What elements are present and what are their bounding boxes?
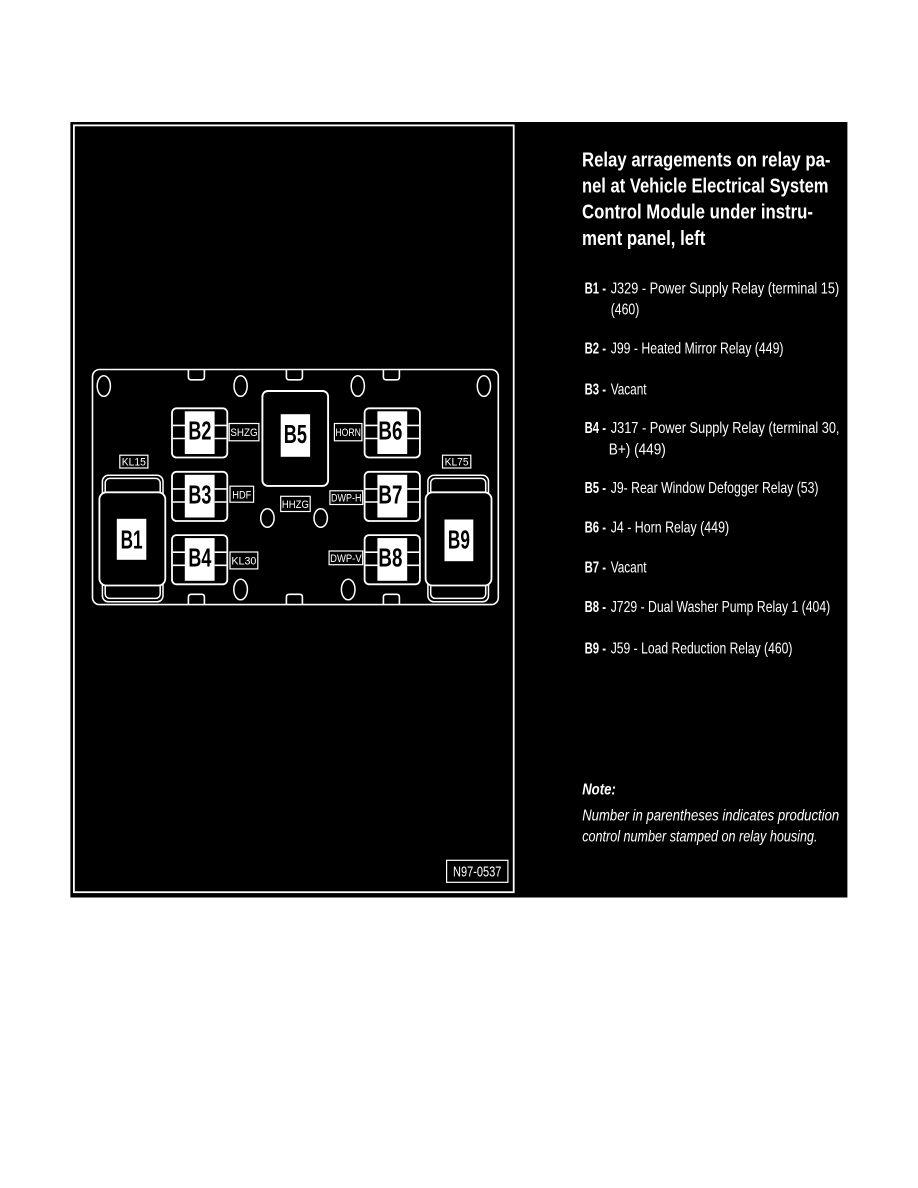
svg-text:HDF: HDF	[232, 489, 251, 501]
svg-text:B3 -: B3 -	[585, 381, 606, 398]
svg-text:Note:: Note:	[582, 782, 616, 799]
svg-text:B7: B7	[378, 479, 402, 509]
svg-text:B2: B2	[188, 416, 211, 446]
svg-text:J317 - Power Supply Relay (ter: J317 - Power Supply Relay (terminal 30,	[611, 420, 840, 437]
svg-text:KL30: KL30	[231, 556, 256, 568]
svg-text:B4 -: B4 -	[585, 420, 606, 437]
svg-text:B9: B9	[448, 524, 470, 554]
svg-text:SHZG: SHZG	[230, 427, 257, 439]
svg-text:DWP-H: DWP-H	[331, 493, 362, 505]
svg-text:control number stamped on rela: control number stamped on relay housing.	[582, 828, 817, 845]
svg-text:KL75: KL75	[445, 457, 469, 469]
svg-text:B1: B1	[121, 524, 143, 554]
svg-text:B1 -: B1 -	[585, 280, 606, 297]
svg-text:Vacant: Vacant	[611, 381, 647, 398]
svg-text:B5: B5	[284, 419, 307, 449]
svg-text:B5 -: B5 -	[585, 480, 606, 497]
svg-text:B4: B4	[188, 543, 211, 573]
svg-text:B6: B6	[378, 416, 402, 446]
svg-text:HHZG: HHZG	[282, 499, 309, 511]
svg-text:B8: B8	[378, 543, 402, 573]
svg-text:J59 - Load Reduction Relay (46: J59 - Load Reduction Relay (460)	[611, 641, 793, 658]
svg-text:nel at Vehicle Electrical Syst: nel at Vehicle Electrical System	[582, 175, 829, 198]
svg-text:J99 - Heated Mirror Relay (449: J99 - Heated Mirror Relay (449)	[611, 340, 784, 357]
svg-text:B3: B3	[188, 479, 211, 509]
svg-text:N97-0537: N97-0537	[453, 864, 501, 881]
svg-text:B+) (449): B+) (449)	[609, 442, 666, 459]
svg-text:DWP-V: DWP-V	[330, 553, 362, 565]
svg-text:B7 -: B7 -	[585, 559, 606, 576]
svg-text:Number in parentheses indicate: Number in parentheses indicates producti…	[582, 808, 839, 825]
svg-text:(460): (460)	[611, 302, 640, 319]
svg-text:J4 - Horn Relay (449): J4 - Horn Relay (449)	[611, 520, 729, 537]
svg-text:Relay arragements on relay pa-: Relay arragements on relay pa-	[582, 149, 831, 172]
svg-text:J329 - Power Supply Relay (ter: J329 - Power Supply Relay (terminal 15)	[611, 280, 840, 297]
svg-text:KL15: KL15	[122, 457, 146, 469]
svg-text:Vacant: Vacant	[611, 559, 647, 576]
svg-text:B6 -: B6 -	[585, 520, 606, 537]
svg-text:B2 -: B2 -	[585, 340, 606, 357]
svg-text:Control Module under instru-: Control Module under instru-	[582, 201, 813, 224]
svg-text:HORN: HORN	[335, 427, 361, 439]
svg-text:J729 - Dual Washer Pump Relay: J729 - Dual Washer Pump Relay 1 (404)	[611, 599, 831, 616]
svg-text:ment panel, left: ment panel, left	[582, 227, 705, 250]
svg-text:B9 -: B9 -	[585, 641, 606, 658]
svg-text:J9- Rear Window Defogger Relay: J9- Rear Window Defogger Relay (53)	[611, 480, 819, 497]
svg-text:B8 -: B8 -	[585, 599, 606, 616]
